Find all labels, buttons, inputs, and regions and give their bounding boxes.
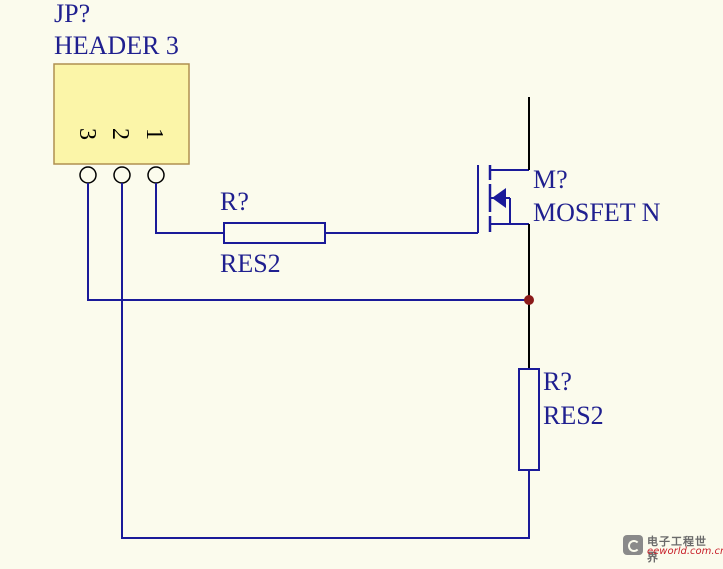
header-pin-2[interactable] <box>113 166 131 184</box>
resistor-top-designator: R? <box>220 187 249 216</box>
header-designator: JP? <box>54 0 91 28</box>
resistor-right-part-name: RES2 <box>543 401 604 430</box>
eeworld-logo-icon <box>623 535 643 555</box>
wire-resistor-to-pin2 <box>121 183 530 539</box>
wire-pin1-to-resistor <box>155 183 224 234</box>
wire-pin3-to-junction <box>87 183 529 301</box>
header-body[interactable] <box>53 63 190 165</box>
watermark-main-text: 电子工程世界 <box>647 535 707 564</box>
header-pin-3[interactable] <box>79 166 97 184</box>
header-pin-number-2: 2 <box>107 128 133 140</box>
mosfet-designator: M? <box>533 165 568 194</box>
header-pin-number-3: 3 <box>74 128 100 140</box>
header-pin-number-1: 1 <box>141 128 167 140</box>
junction-dot <box>524 295 534 305</box>
header-part-name: HEADER 3 <box>54 31 179 60</box>
resistor-right-body[interactable] <box>518 368 540 471</box>
watermark-url-text: eeworld.com.cn <box>647 546 723 557</box>
watermark-logo: 电子工程世界 eeworld.com.cn <box>623 533 723 564</box>
mosfet-symbol[interactable] <box>477 165 529 233</box>
resistor-right-designator: R? <box>543 367 572 396</box>
resistor-top-part-name: RES2 <box>220 249 281 278</box>
header-pin-1[interactable] <box>147 166 165 184</box>
mosfet-part-name: MOSFET N <box>533 198 661 227</box>
resistor-top-body[interactable] <box>223 222 326 244</box>
